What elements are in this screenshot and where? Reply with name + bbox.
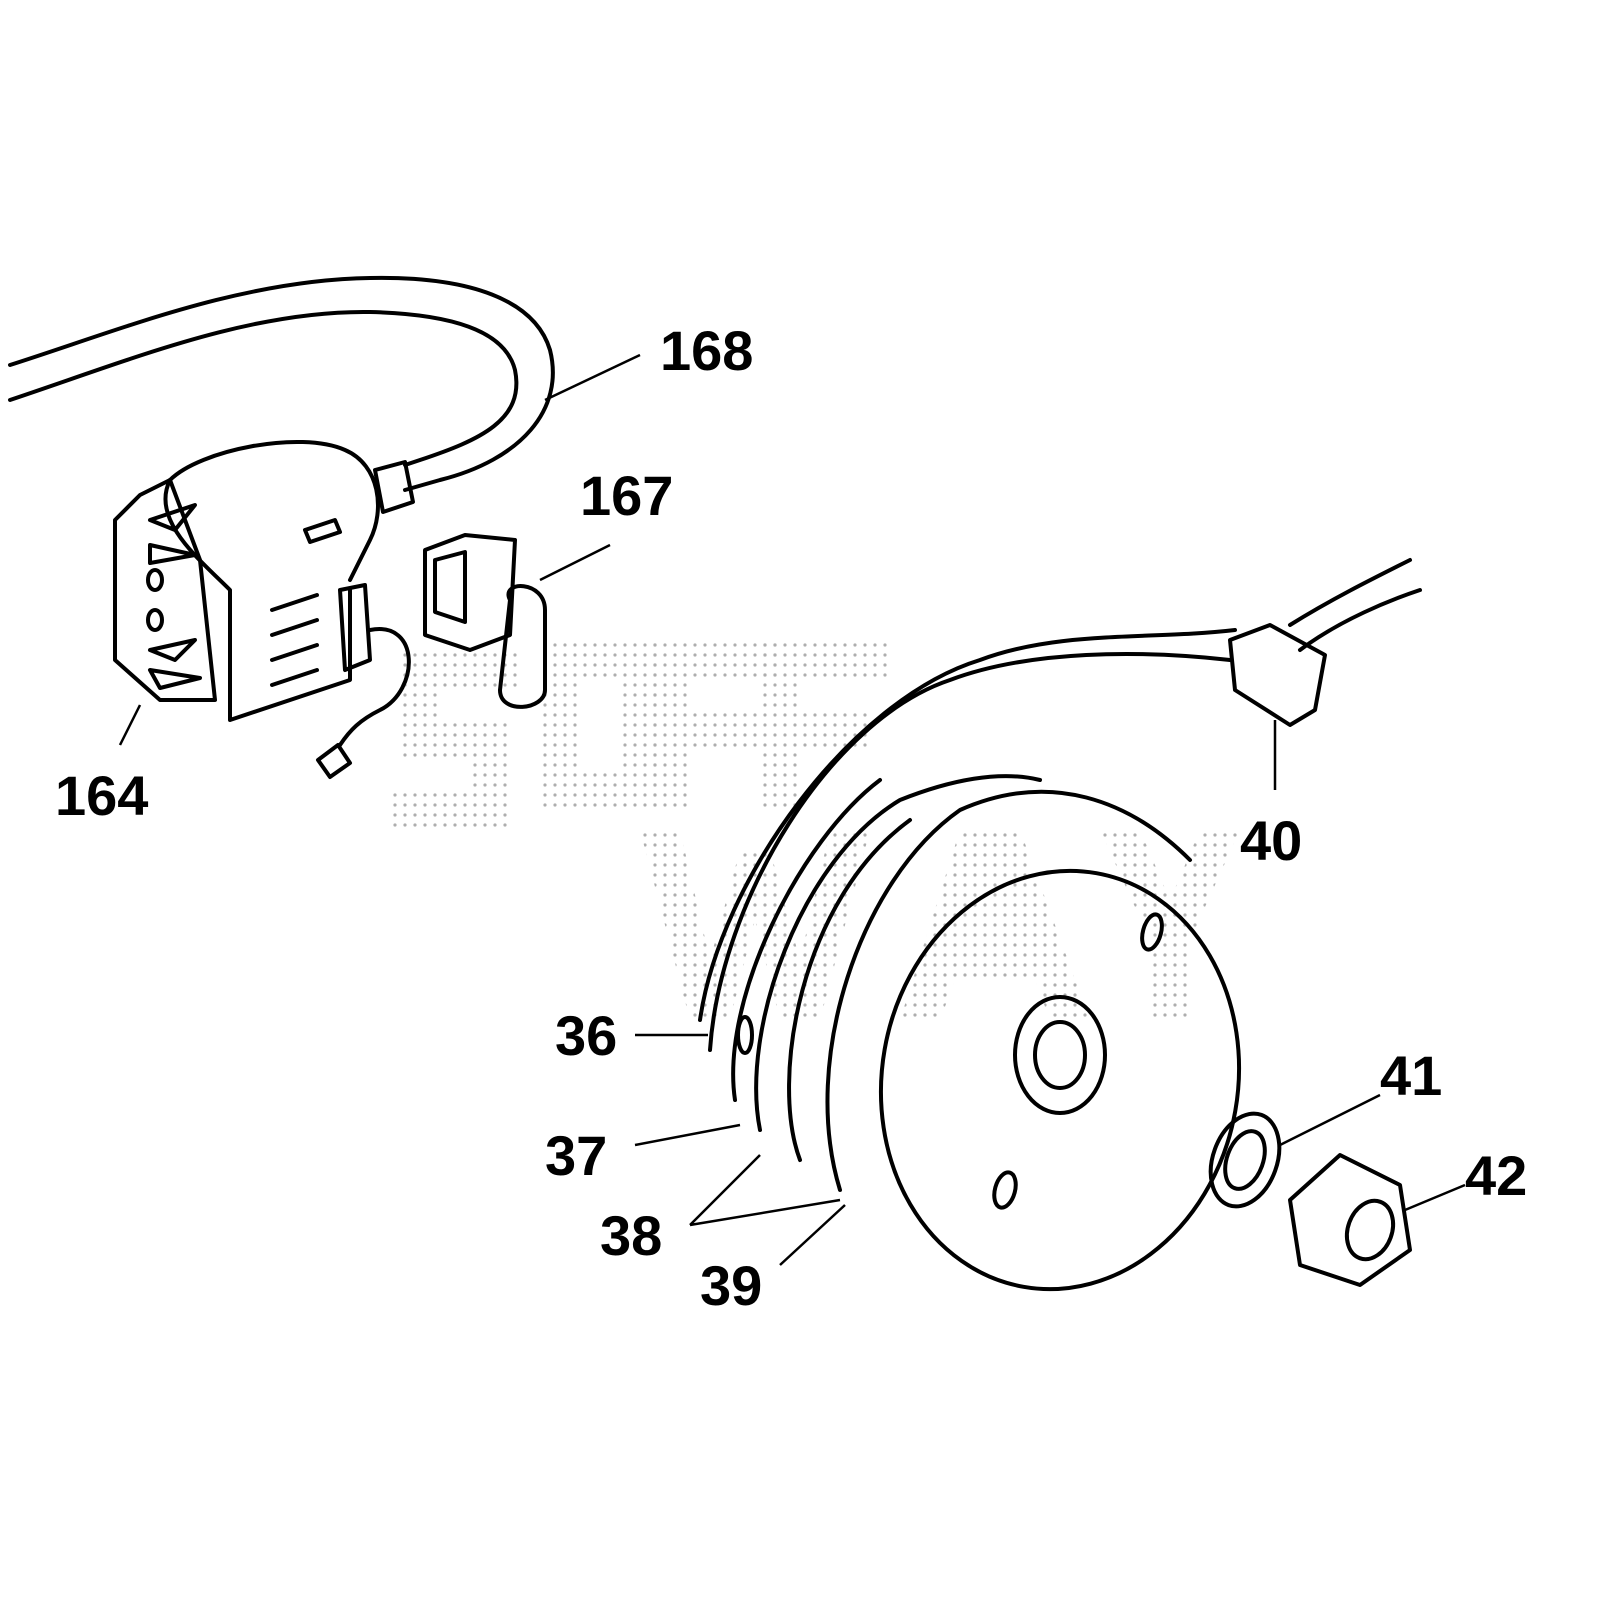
leader-lines: [118, 353, 1466, 1266]
callout-164: 164: [55, 764, 148, 827]
callout-37: 37: [545, 1124, 607, 1187]
watermark: [390, 640, 1240, 1020]
callout-38: 38: [600, 1204, 662, 1267]
part-42-nut: [1288, 1153, 1412, 1287]
part-164-ignition-coil: [113, 439, 411, 779]
callout-41: 41: [1380, 1044, 1442, 1107]
callout-168: 168: [660, 319, 753, 382]
callout-167: 167: [580, 464, 673, 527]
callout-42: 42: [1465, 1144, 1527, 1207]
part-167-spark-plug-cap: [423, 533, 547, 709]
callout-39: 39: [700, 1254, 762, 1317]
part-41-washer: [1208, 1111, 1282, 1209]
callout-36: 36: [555, 1004, 617, 1067]
callout-40: 40: [1240, 809, 1302, 872]
part-36-39-flywheel-stator: [698, 558, 1422, 1292]
part-168-ht-cable: [8, 275, 555, 514]
